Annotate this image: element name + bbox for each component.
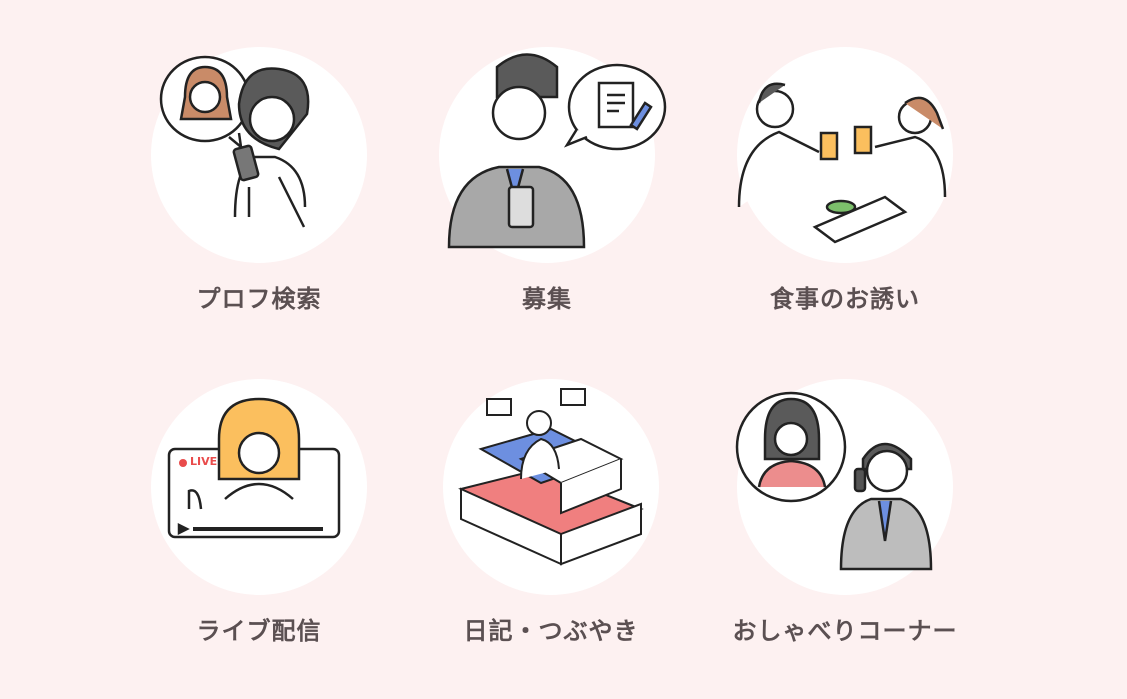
profile-search-illustration: [159, 55, 310, 228]
feature-label: ライブ配信: [196, 617, 322, 645]
feature-label: おしゃべりコーナー: [732, 617, 958, 645]
feature-live-stream[interactable]: LIVE ライブ配信: [129, 379, 389, 699]
dinner-invite-illustration: [737, 82, 947, 244]
live-stream-illustration: [167, 397, 341, 539]
diary-illustration: [458, 388, 644, 566]
feature-recruit[interactable]: 募集: [417, 47, 677, 367]
chat-corner-illustration: [735, 391, 933, 571]
feature-diary[interactable]: 日記・つぶやき: [421, 379, 681, 699]
feature-label: 募集: [522, 285, 572, 313]
feature-profile-search[interactable]: プロフ検索: [129, 47, 389, 367]
feature-label: プロフ検索: [196, 285, 322, 313]
live-badge: LIVE: [190, 455, 218, 468]
feature-label: 日記・つぶやき: [463, 617, 639, 645]
feature-chat-corner[interactable]: おしゃべりコーナー: [715, 379, 975, 699]
feature-dinner-invite[interactable]: 食事のお誘い: [715, 47, 975, 367]
feature-label: 食事のお誘い: [770, 285, 920, 313]
recruit-illustration: [447, 53, 667, 249]
